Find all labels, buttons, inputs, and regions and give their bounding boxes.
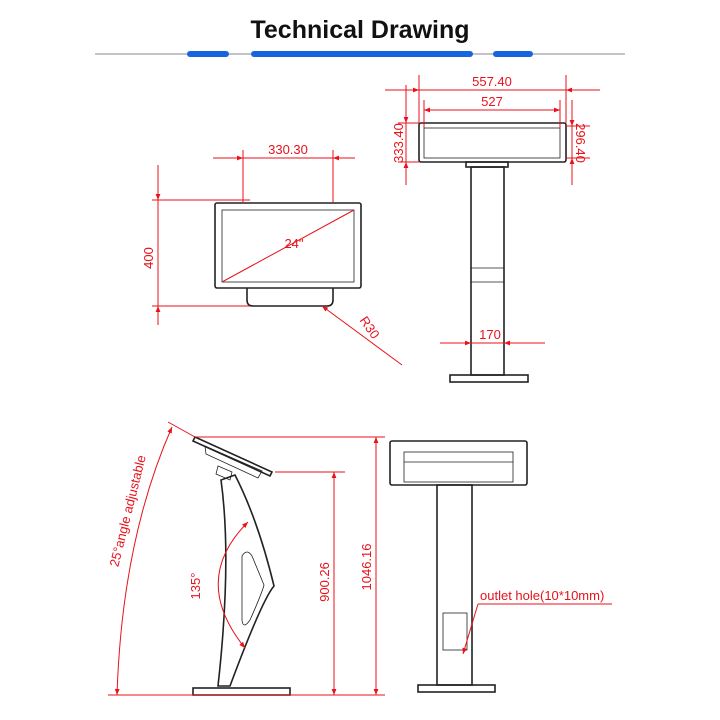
side-view: 900.26 1046.16 25°angle adjustable 135°: [107, 421, 385, 696]
screen-size-label: 24": [284, 236, 303, 251]
top-view: 557.40 527 333.40 296.40 170: [385, 74, 600, 383]
outer-depth-dimension: 333.40: [391, 123, 406, 163]
page-title: Technical Drawing: [250, 16, 469, 44]
panel-height-dimension: 900.26: [317, 562, 332, 602]
outer-width-dimension: 557.40: [472, 74, 512, 89]
radius-label: R30: [357, 313, 383, 341]
front-view: 24" 330.30 400 R30: [141, 142, 403, 366]
total-height-dimension: 1046.16: [359, 544, 374, 591]
column-width-dimension: 170: [479, 327, 501, 342]
inner-depth-dimension: 296.40: [573, 123, 588, 163]
stand-angle-label: 135°: [188, 573, 203, 600]
rear-view: outlet hole(10*10mm): [389, 440, 612, 693]
inner-width-dimension: 527: [481, 94, 503, 109]
height-dimension: 400: [141, 247, 156, 269]
width-dimension: 330.30: [268, 142, 308, 157]
outlet-hole-label: outlet hole(10*10mm): [480, 588, 604, 603]
